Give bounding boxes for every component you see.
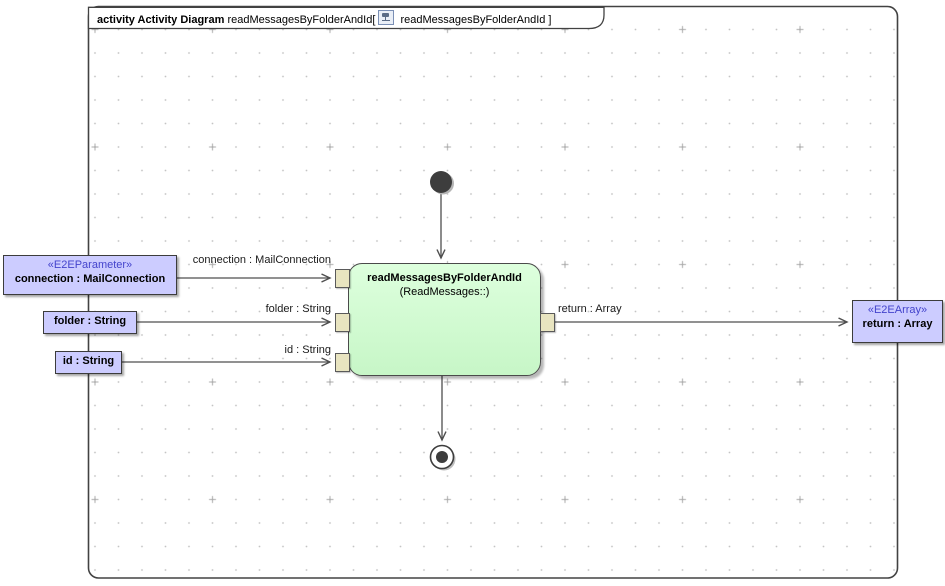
parameter-node-id[interactable]: id : String <box>55 351 122 374</box>
stereotype-label: «E2EParameter» <box>4 258 176 272</box>
edge-label-return[interactable]: return : Array <box>558 303 622 315</box>
frame-diagram-name: readMessagesByFolderAndId[ <box>227 14 375 26</box>
activity-diagram-icon <box>378 10 394 25</box>
action-node[interactable]: readMessagesByFolderAndId (ReadMessages:… <box>348 263 541 376</box>
parameter-name: connection : MailConnection <box>4 272 176 286</box>
action-qualifier: (ReadMessages::) <box>349 286 540 298</box>
edge-label-id[interactable]: id : String <box>230 344 331 356</box>
stereotype-label: «E2EArray» <box>853 303 942 317</box>
parameter-node-connection[interactable]: «E2EParameter» connection : MailConnecti… <box>3 255 177 295</box>
frame-diagram-ref: readMessagesByFolderAndId ] <box>400 14 551 26</box>
input-pin-folder[interactable] <box>335 313 350 332</box>
parameter-name: id : String <box>56 352 121 371</box>
parameter-name: folder : String <box>44 312 136 331</box>
parameter-name: return : Array <box>853 317 942 331</box>
output-pin-return[interactable] <box>540 313 555 332</box>
frame-title: activity Activity Diagram readMessagesBy… <box>97 10 552 26</box>
parameter-node-folder[interactable]: folder : String <box>43 311 137 334</box>
input-pin-connection[interactable] <box>335 269 350 288</box>
edge-label-folder[interactable]: folder : String <box>180 303 331 315</box>
input-pin-id[interactable] <box>335 353 350 372</box>
action-name: readMessagesByFolderAndId <box>349 272 540 284</box>
frame-kind-label: activity Activity Diagram <box>97 14 224 26</box>
parameter-node-return[interactable]: «E2EArray» return : Array <box>852 300 943 343</box>
